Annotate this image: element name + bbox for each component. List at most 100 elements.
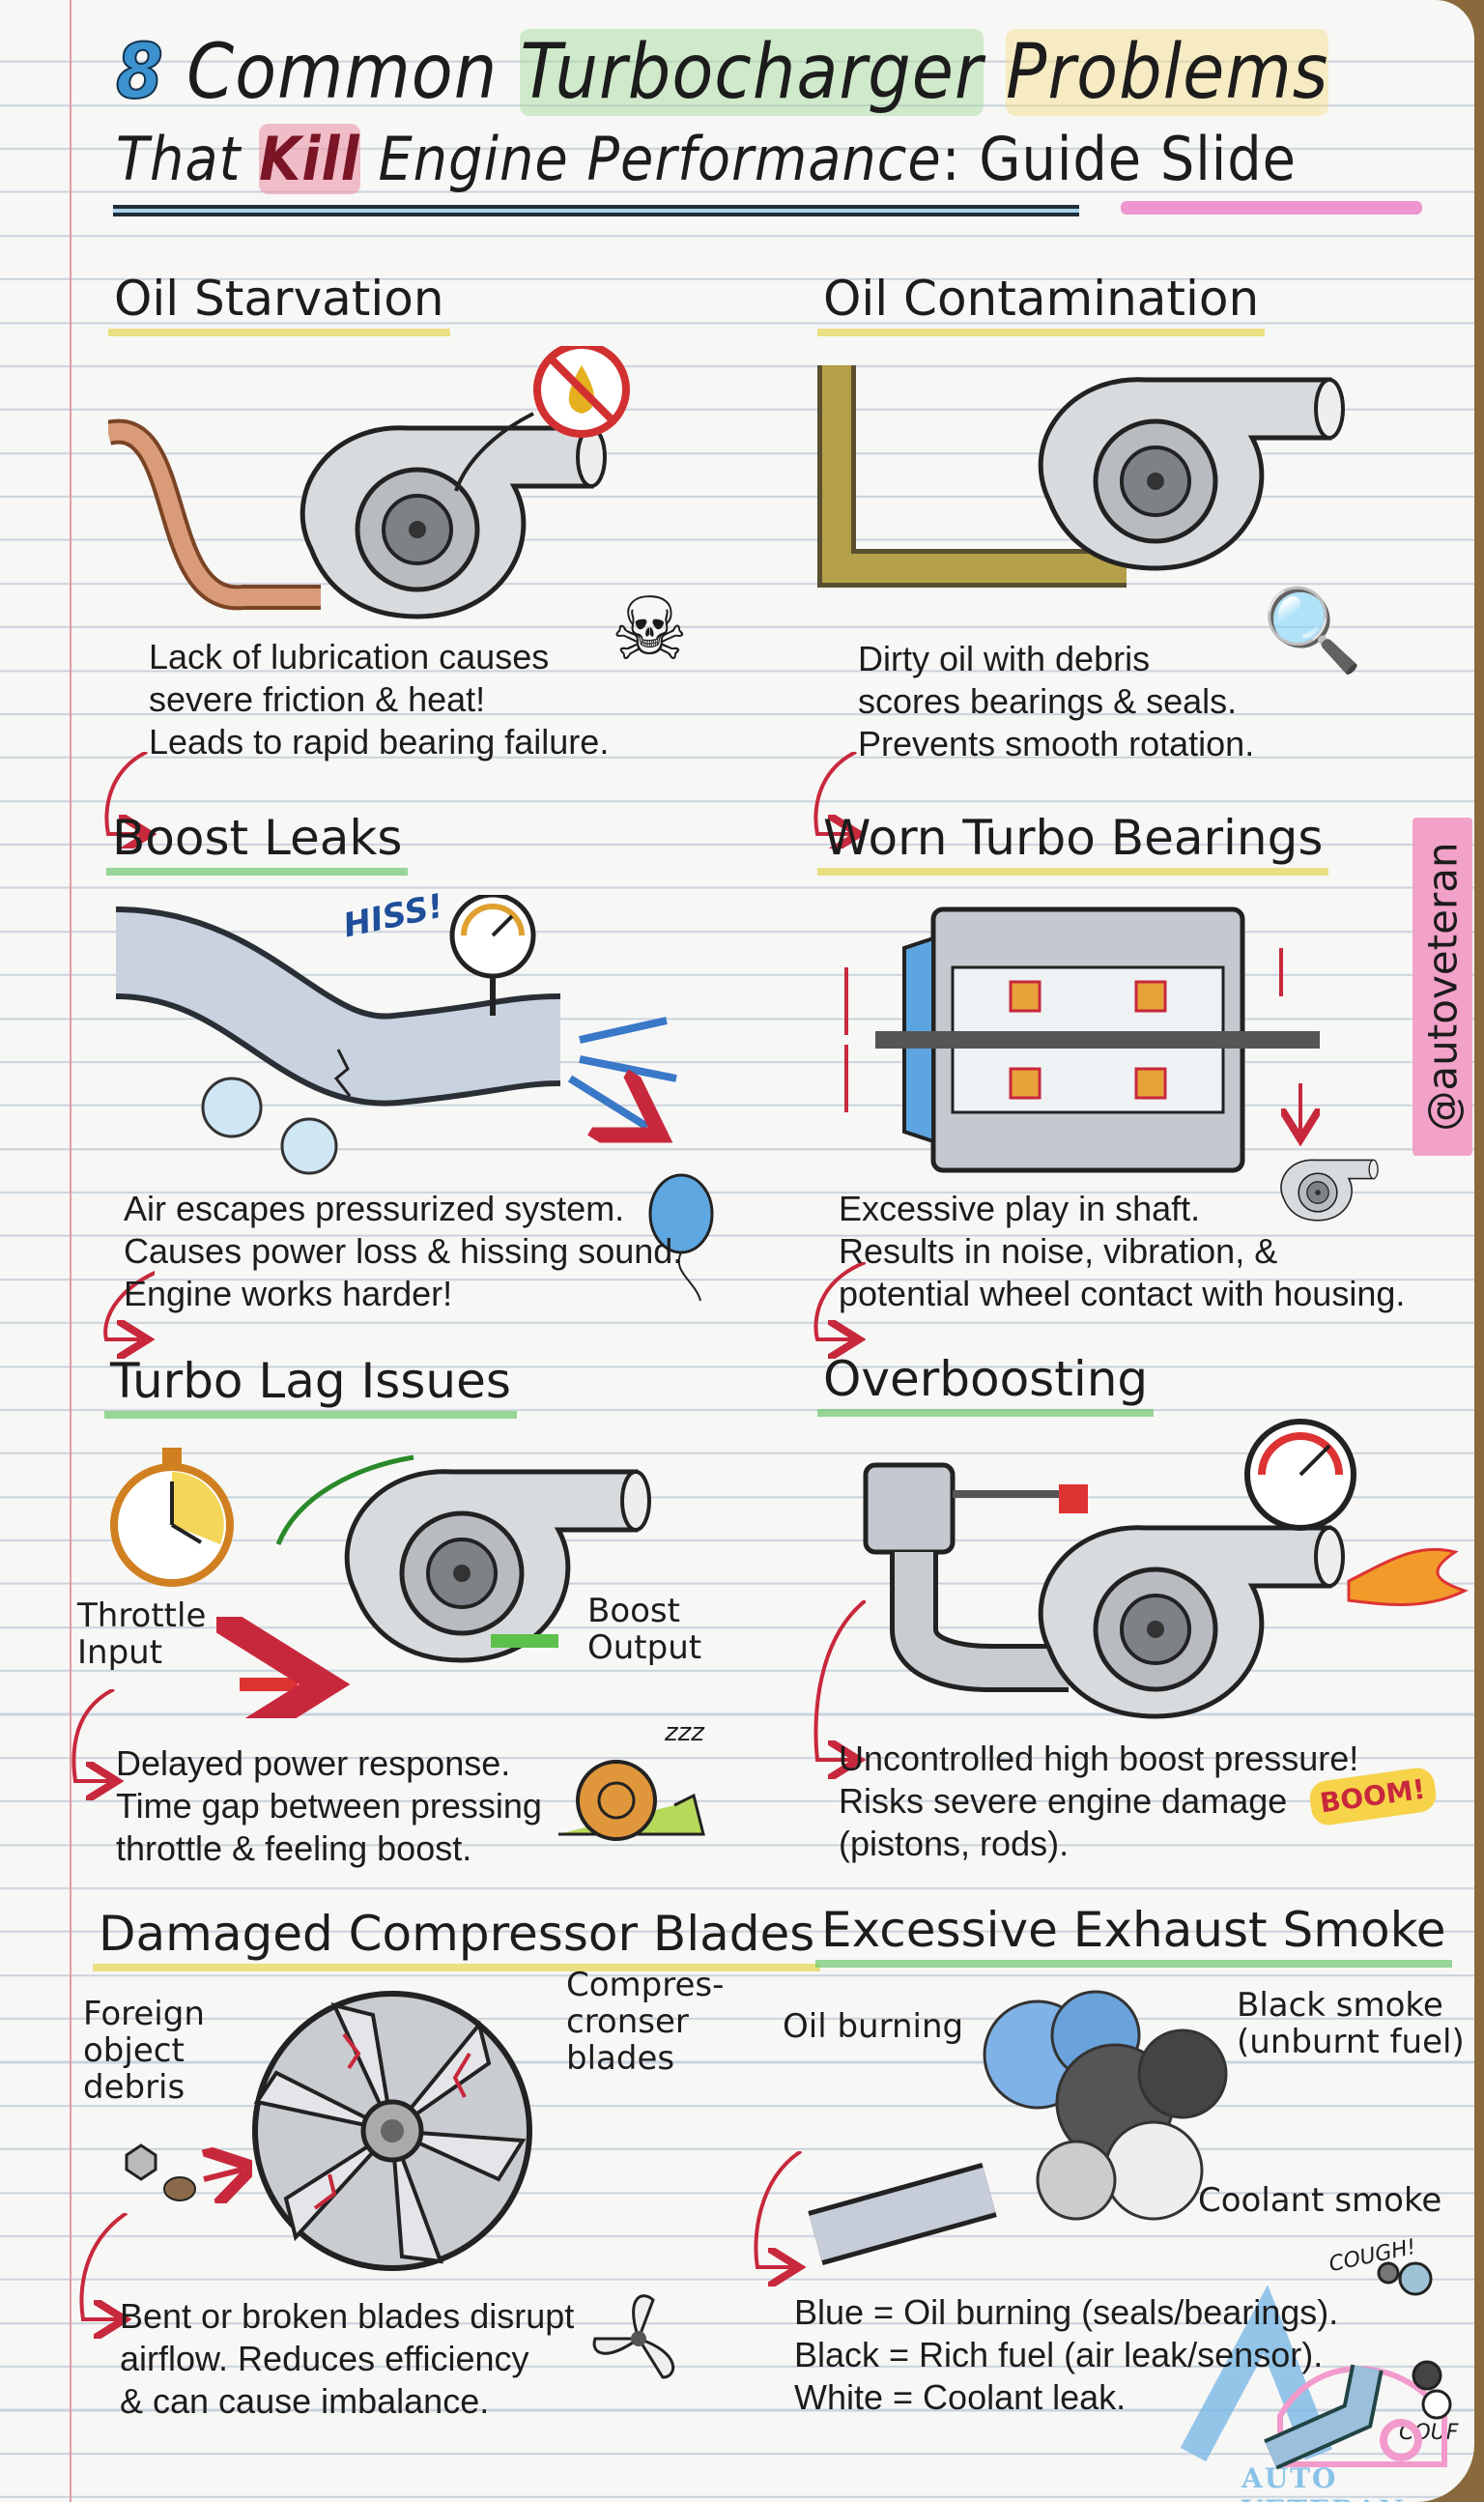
red-arrow-icon [813, 752, 866, 848]
exhaust-smoke-illustration [808, 1990, 1228, 2265]
title-word: Kill [259, 124, 360, 194]
section-description: Excessive play in shaft.Results in noise… [839, 1188, 1405, 1315]
section-title: Oil Starvation [108, 269, 450, 336]
label-line: object [83, 2031, 185, 2070]
propeller-icon [592, 2294, 675, 2379]
line: (pistons, rods). [839, 1824, 1070, 1863]
line: Delayed power response. [116, 1743, 511, 1783]
label-line: blades [566, 2039, 675, 2078]
flame-icon [1347, 1547, 1469, 1606]
line: Excessive play in shaft. [839, 1189, 1201, 1228]
title-word: Engine Performance [378, 124, 942, 194]
snail-icon [558, 1760, 705, 1841]
compressor-wheel-icon [252, 1991, 532, 2271]
line: scores bearings & seals. [858, 681, 1238, 721]
label-line: Compres- [566, 1966, 725, 2004]
section-title: Excessive Exhaust Smoke [815, 1900, 1452, 1968]
skull-icon: ☠ [611, 579, 689, 680]
social-handle-tag[interactable]: @autoveteran [1413, 818, 1472, 1156]
label-line: Foreign [83, 1995, 205, 2033]
red-arrow-icon [813, 1262, 866, 1359]
section-title: Boost Leaks [106, 808, 409, 876]
line: throttle & feeling boost. [116, 1828, 472, 1868]
section-title: Worn Turbo Bearings [817, 808, 1329, 876]
line: potential wheel contact with housing. [839, 1274, 1406, 1313]
line: severe friction & heat! [149, 679, 486, 719]
line: White = Coolant leak. [794, 2377, 1127, 2417]
title-word: Common [186, 29, 499, 116]
coolant-smoke-label: Coolant smoke [1198, 2181, 1442, 2220]
label-line: Output [587, 1628, 702, 1667]
turbo-lag-illustration [110, 1448, 723, 1718]
section-description: Blue = Oil burning (seals/bearings).Blac… [794, 2291, 1338, 2419]
line: Black = Rich fuel (air leak/sensor). [794, 2335, 1324, 2374]
label-line: debris [83, 2068, 186, 2107]
turbo-oil-starvation-illustration [108, 346, 630, 665]
line: airflow. Reduces efficiency [120, 2339, 529, 2378]
title-line-2: That Kill Engine Performance: Guide Slid… [116, 124, 1297, 194]
section-description: Air escapes pressurized system.Causes po… [124, 1188, 682, 1315]
line: Lack of lubrication causes [149, 637, 550, 676]
red-arrow-icon [813, 1600, 866, 1794]
line: Blue = Oil burning (seals/bearings). [794, 2292, 1339, 2332]
section-description: Delayed power response.Time gap between … [116, 1742, 542, 1870]
oil-burning-label: Oil burning [783, 2007, 964, 2046]
red-arrow-icon [754, 2151, 806, 2296]
line: Air escapes pressurized system. [124, 1189, 625, 1228]
black-smoke-label: Black smoke(unburnt fuel) [1237, 1987, 1465, 2060]
title-number: 8 [115, 28, 164, 117]
magnifier-icon: 🔍 [1262, 583, 1363, 677]
label-line: Black smoke [1237, 1986, 1443, 2025]
exhaust-pipe-icon [1264, 2364, 1384, 2470]
overboost-illustration [863, 1419, 1469, 1726]
title-subtitle: : Guide Slide [941, 124, 1297, 194]
section-title: Overboosting [817, 1349, 1155, 1417]
watermark-text: AUTO VETERAN [1241, 2462, 1404, 2502]
label-line: cronser [566, 2002, 689, 2041]
line: Results in noise, vibration, & [839, 1231, 1278, 1271]
subtitle-highlight [1121, 201, 1422, 215]
line: & can cause imbalance. [120, 2381, 490, 2421]
line: Engine works harder! [124, 1274, 453, 1313]
label-line: (unburnt fuel) [1237, 2023, 1465, 2061]
label-line: Throttle [77, 1596, 207, 1635]
turbo-oil-contamination-illustration [817, 365, 1436, 588]
sleep-zzz: zzz [665, 1718, 704, 1747]
red-arrow-icon [103, 1271, 155, 1359]
red-arrow-icon [71, 1689, 124, 1805]
shaft-cutaway-icon [844, 906, 1378, 1173]
social-handle: @autoveteran [1418, 842, 1467, 1132]
line: Dirty oil with debris [858, 639, 1151, 678]
cracked-pipe-illustration [114, 895, 725, 1204]
line: Risks severe engine damage [839, 1781, 1288, 1821]
smoke-cloud-icon [1377, 2261, 1452, 2420]
balloon-icon [648, 1173, 714, 1302]
title-line-1: 8 Common Turbocharger Problems [115, 28, 1329, 117]
nut-icon [125, 2143, 252, 2203]
line: Leads to rapid bearing failure. [149, 722, 610, 762]
red-arrow-icon [79, 2213, 131, 2348]
section-title: Damaged Compressor Blades [93, 1904, 821, 1971]
line: Bent or broken blades disrupt [120, 2296, 575, 2336]
title-underline [113, 205, 1079, 216]
stopwatch-icon [110, 1448, 234, 1587]
line: Causes power loss & hissing sound. [124, 1231, 683, 1271]
label-line: Boost [587, 1592, 680, 1630]
auto-veteran-logo [1180, 2261, 1452, 2470]
margin-line [70, 0, 71, 2502]
title-word: Turbocharger [520, 29, 984, 116]
section-title: Oil Contamination [817, 269, 1266, 336]
section-title: Turbo Lag Issues [104, 1351, 517, 1419]
section-description: Uncontrolled high boost pressure!Risks s… [839, 1738, 1358, 1865]
line: Uncontrolled high boost pressure! [839, 1739, 1359, 1778]
red-arrow-icon [104, 752, 157, 848]
line: Prevents smooth rotation. [858, 724, 1255, 763]
